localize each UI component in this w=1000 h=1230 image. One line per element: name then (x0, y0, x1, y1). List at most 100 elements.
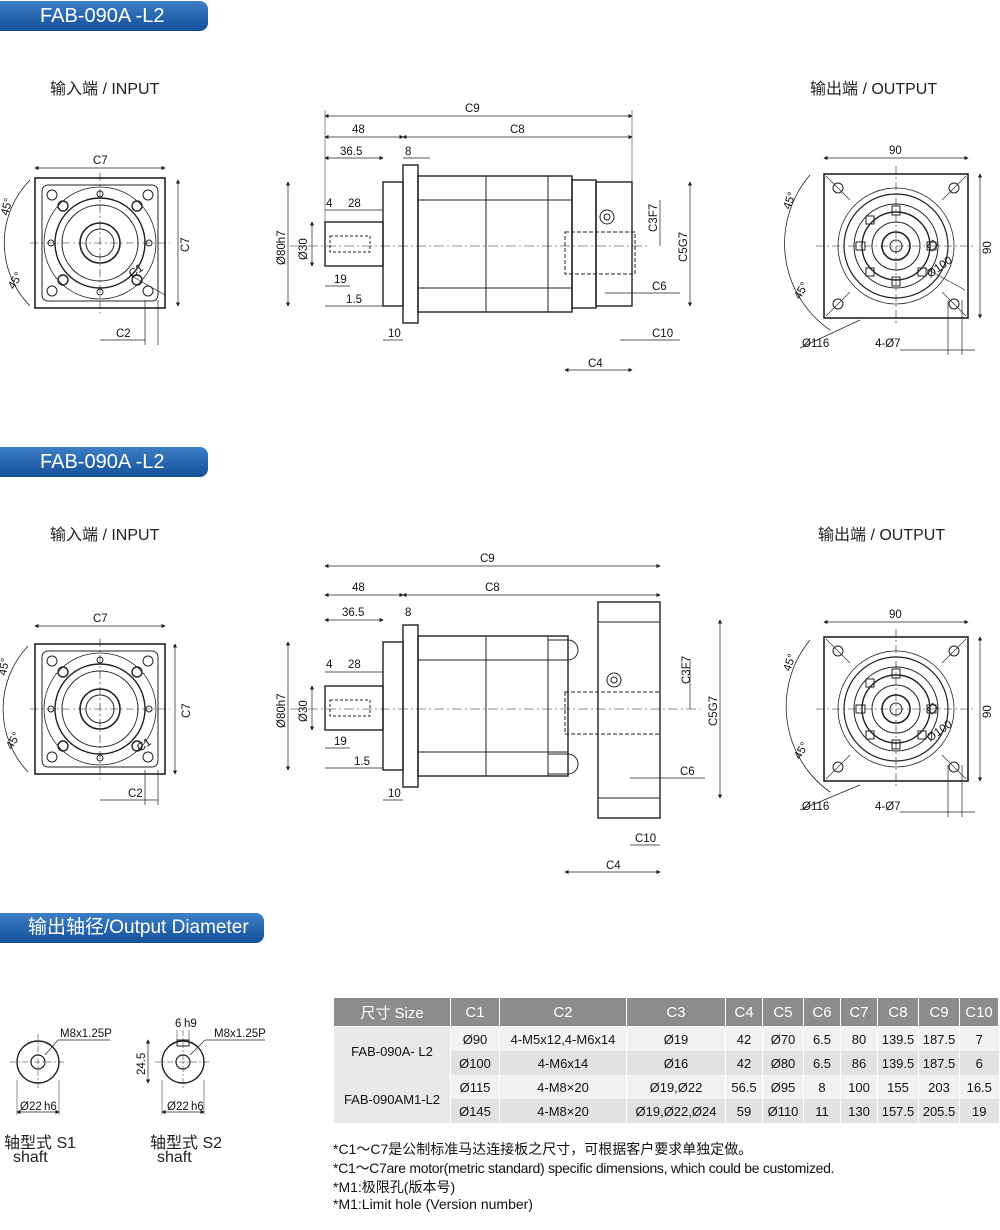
s1-dia: Ø22 (20, 1101, 42, 1113)
table-cell: 42 (725, 1026, 763, 1051)
section2-title: FAB-090A -L2 (0, 447, 208, 477)
dim-c1-2: C1 (135, 736, 154, 754)
s1-sub: shaft (13, 1149, 48, 1166)
note-2: *C1～C7are motor(metric standard) specifi… (333, 1160, 835, 1176)
side-view-1 (285, 110, 693, 373)
input-view-2 (2, 623, 178, 805)
dim-8-2: 8 (405, 607, 411, 619)
table-cell: 139.5 (877, 1026, 919, 1051)
table-cell: 187.5 (918, 1026, 960, 1051)
table-cell: 6.5 (803, 1026, 841, 1051)
dim-116: Ø116 (802, 338, 829, 350)
output-view-1 (784, 155, 983, 355)
s2-key: 6 (175, 1018, 181, 1030)
section3-title: 输出轴径/Output Diameter (0, 913, 264, 943)
table-cell: 59 (725, 1099, 763, 1123)
dim-c4-2: C4 (606, 860, 621, 872)
angle-45-d: 45° (792, 280, 811, 301)
input-label-1: 输入端 / INPUT (50, 81, 160, 98)
table-cell: 16.5 (959, 1075, 999, 1099)
dim-c6: C6 (652, 281, 667, 293)
dim-c10: C10 (652, 328, 673, 340)
dim-1-5-2: 1.5 (354, 756, 370, 768)
header-c5: C5 (762, 997, 804, 1027)
table-cell: 56.5 (725, 1075, 763, 1099)
output-label-1: 输出端 / OUTPUT (810, 81, 938, 98)
dim-4: 4 (326, 198, 333, 210)
table-cell: Ø145 (450, 1099, 500, 1123)
table-cell: Ø70 (762, 1026, 804, 1051)
dim-90-side: 90 (982, 241, 994, 254)
dim-8: 8 (405, 146, 411, 158)
input-view-1 (3, 165, 181, 345)
dim-c7-side-2: C7 (181, 703, 193, 718)
s1-name: 轴型式 S1 (4, 1135, 77, 1152)
dim-48-2: 48 (352, 582, 365, 594)
note-1: *C1～C7是公制标准马达连接板之尺寸，可根据客户要求单独定做。 (333, 1141, 753, 1157)
table-cell: 139.5 (877, 1051, 919, 1075)
table-cell: 11 (803, 1099, 841, 1123)
table-cell: 155 (877, 1075, 919, 1099)
angle-45-g: 45° (782, 653, 799, 673)
table-cell: Ø115 (450, 1075, 500, 1099)
dim-80h7: Ø80h7 (276, 230, 288, 265)
table-cell: 8 (803, 1075, 841, 1099)
table-cell: 6 (959, 1051, 999, 1075)
dim-c2-2: C2 (128, 788, 143, 800)
table-cell: 42 (725, 1051, 763, 1075)
table-cell: Ø90 (450, 1026, 500, 1051)
dim-36-5: 36.5 (340, 146, 362, 158)
input-label-2: 输入端 / INPUT (50, 527, 160, 544)
dim-c7-top-2: C7 (93, 613, 108, 625)
dim-c3f7: C3F7 (648, 204, 660, 232)
table-cell: Ø19 (626, 1026, 726, 1051)
size-cell: FAB-090A- L2 (333, 1026, 451, 1075)
table-cell: Ø19,Ø22 (626, 1075, 726, 1099)
table-cell: 203 (918, 1075, 960, 1099)
s2-thread: M8x1.25P (214, 1028, 266, 1040)
dim-1-5: 1.5 (346, 294, 362, 306)
table-cell: 4-M5x12,4-M6x14 (499, 1026, 627, 1051)
dim-4-2: 4 (326, 659, 333, 671)
dim-c9: C9 (465, 103, 480, 115)
dim-c10-2: C10 (635, 833, 656, 845)
note-3: *M1:极限孔(版本号) (333, 1179, 456, 1195)
dim-19-2: 19 (334, 736, 347, 748)
table-cell: 187.5 (918, 1051, 960, 1075)
angle-45-f: 45° (4, 730, 23, 751)
header-c3: C3 (626, 997, 726, 1027)
shaft-s2 (145, 1030, 265, 1115)
header-c10: C10 (959, 997, 999, 1027)
table-cell: 4-M8×20 (499, 1075, 627, 1099)
header-c9: C9 (918, 997, 960, 1027)
angle-45-b: 45° (6, 270, 25, 291)
angle-45-c: 45° (782, 191, 799, 211)
header-c4: C4 (725, 997, 763, 1027)
s2-dia: Ø22 (167, 1101, 189, 1113)
header-c7: C7 (840, 997, 878, 1027)
dim-4x7-2: 4-Ø7 (875, 801, 901, 813)
dim-30: Ø30 (298, 238, 310, 260)
table-cell: 130 (840, 1099, 878, 1123)
dim-c2: C2 (116, 328, 131, 340)
section1-title: FAB-090A -L2 (0, 1, 208, 31)
dim-c7-top: C7 (93, 155, 108, 167)
dim-c6-2: C6 (680, 766, 695, 778)
dim-116-2: Ø116 (802, 801, 829, 813)
header-c8: C8 (877, 997, 919, 1027)
header-size: 尺寸 Size (333, 997, 451, 1027)
shaft-s1 (10, 1034, 110, 1115)
dim-28-2: 28 (348, 659, 361, 671)
table-cell: 80 (840, 1026, 878, 1051)
output-label-2: 输出端 / OUTPUT (818, 527, 946, 544)
spec-table: 尺寸 Size C1 C2 C3 C4 C5 C6 C7 C8 C9 C10 F… (333, 997, 999, 1123)
dim-48: 48 (352, 124, 365, 136)
s1-tol: h6 (44, 1101, 57, 1113)
dim-c5g7-2: C5G7 (708, 696, 720, 726)
dim-c9-2: C9 (480, 553, 495, 565)
angle-45-h: 45° (792, 740, 811, 761)
